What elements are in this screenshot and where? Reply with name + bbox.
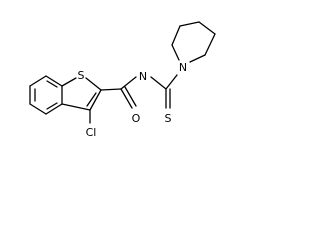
- structure-diagram: S S N N O Cl: [29, 21, 216, 139]
- thiophene-sulfur-label: S: [78, 69, 85, 82]
- thione-sulfur-label: S: [165, 112, 172, 125]
- thiophene-ring: [61, 77, 102, 111]
- molecule-canvas: S S N N O Cl: [29, 21, 216, 139]
- piperidine-ring: [171, 21, 216, 63]
- thioamide-group: [150, 74, 178, 109]
- benzene-ring: [29, 75, 63, 115]
- chlorine-label: Cl: [86, 126, 97, 139]
- carbonyl-oxygen-label: O: [132, 112, 141, 125]
- amide-nitrogen-label: N: [139, 70, 147, 83]
- piperidine-nitrogen-label: N: [179, 61, 187, 74]
- carbonyl-group: [100, 76, 137, 109]
